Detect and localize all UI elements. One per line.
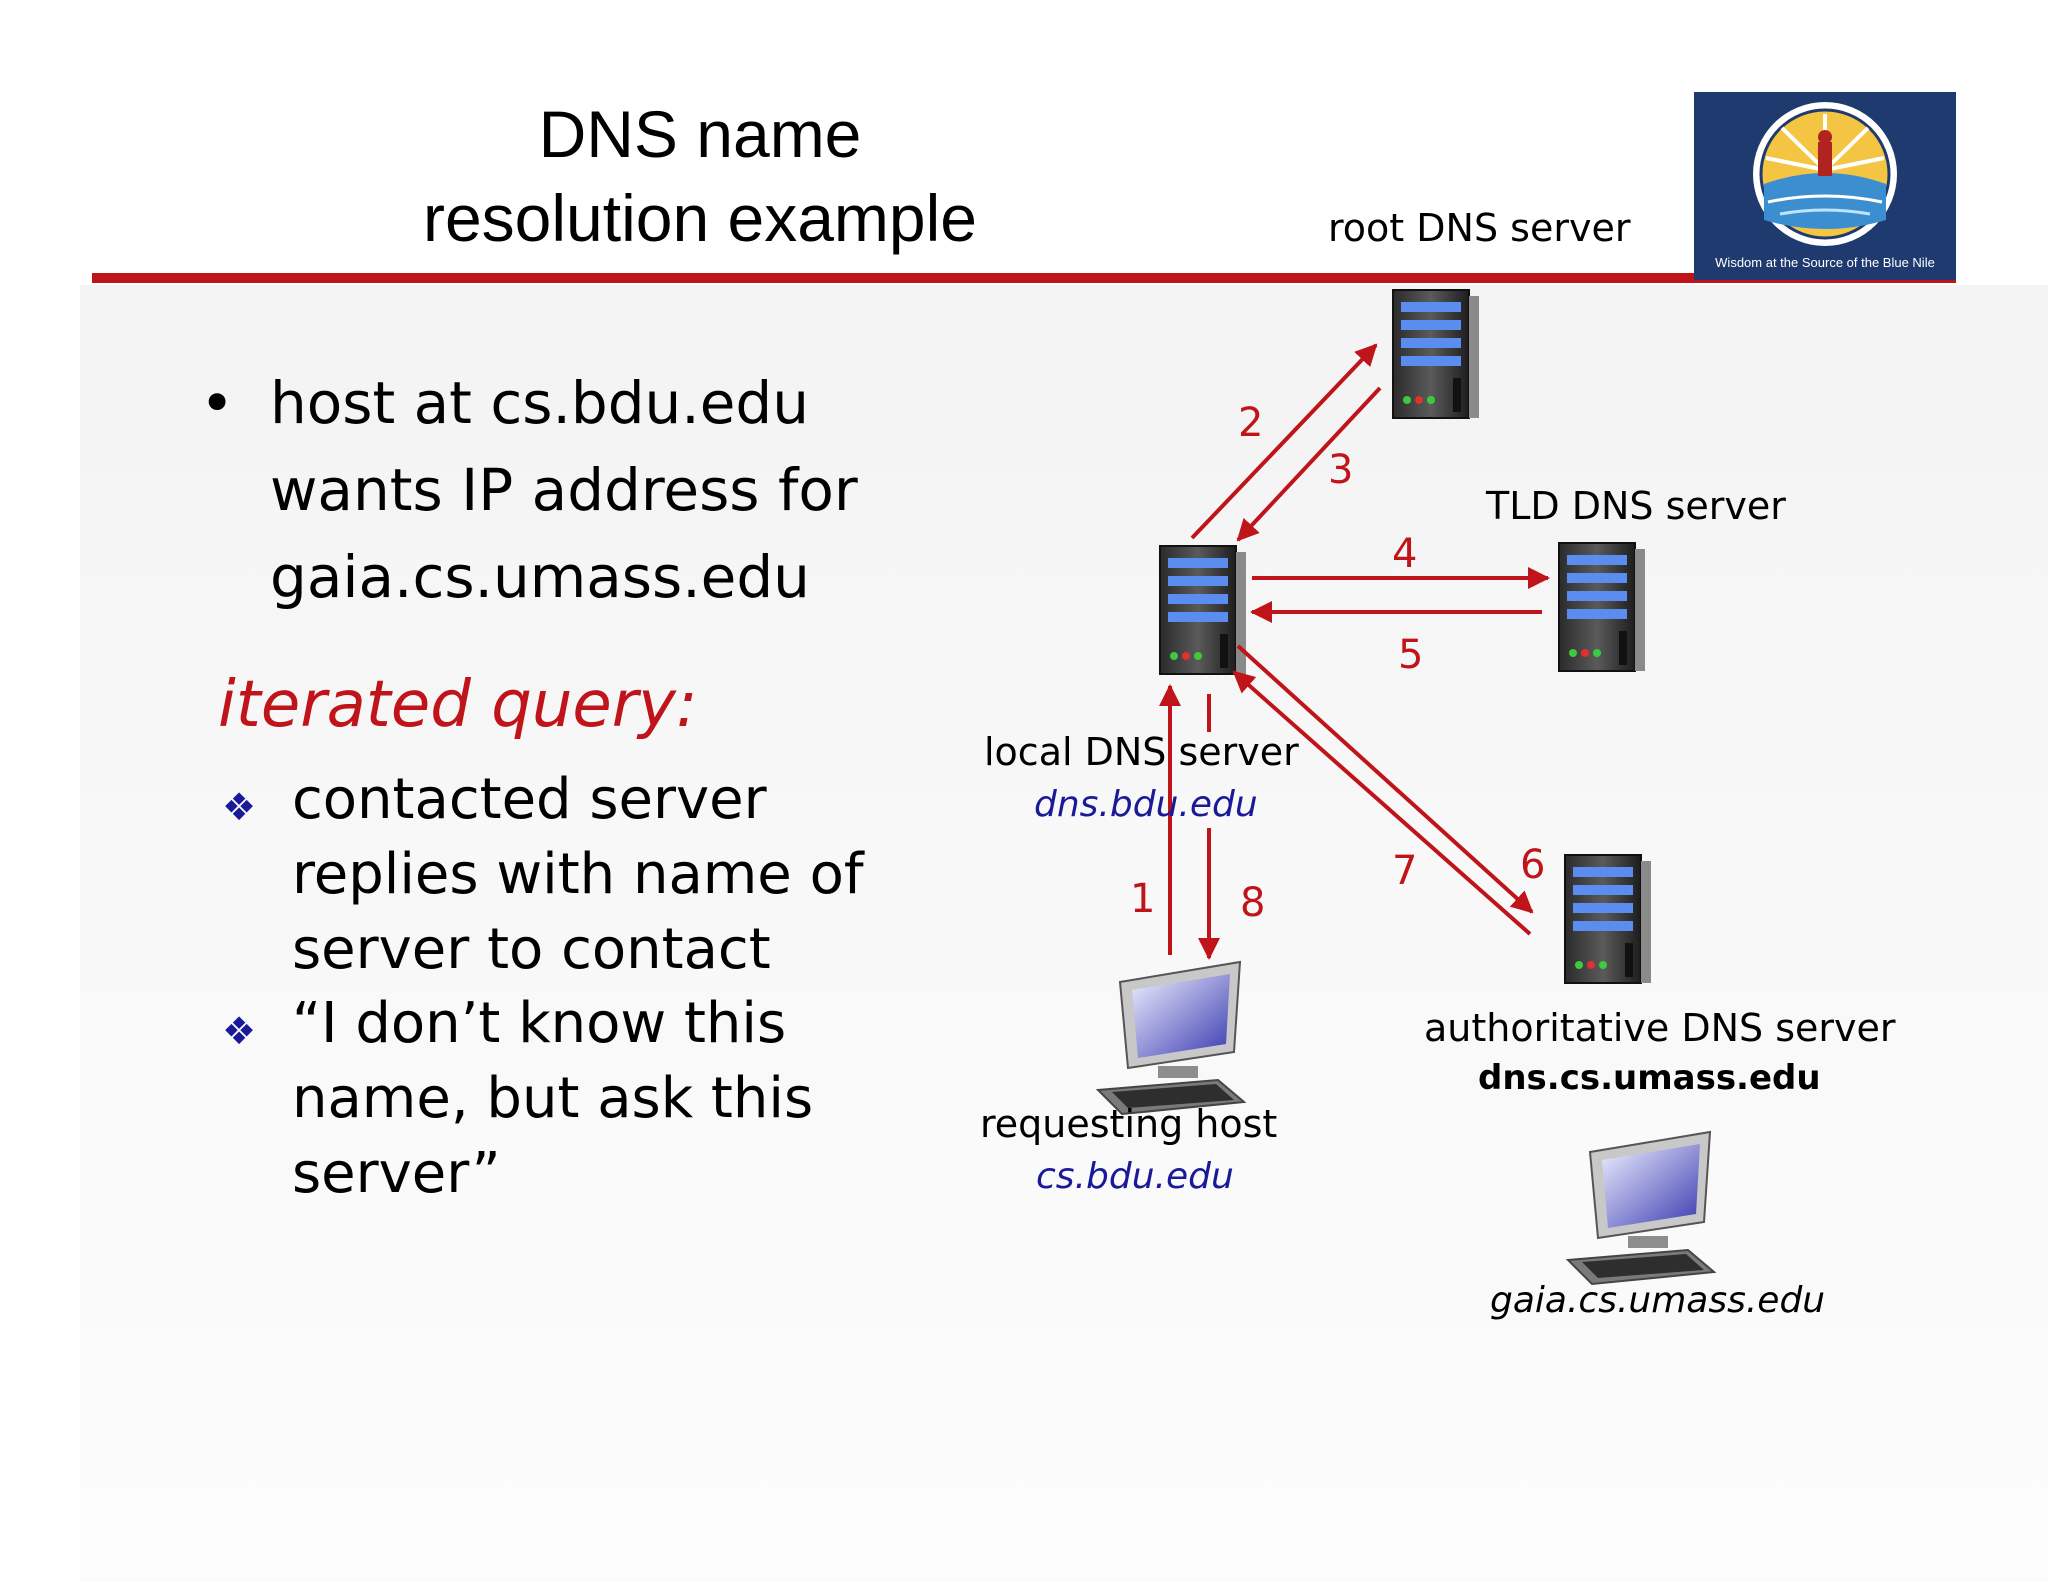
step-label-3: 3 bbox=[1328, 447, 1354, 493]
bullet-line-3: gaia.cs.umass.edu bbox=[270, 543, 810, 611]
authoritative-server-label: authoritative DNS server bbox=[1424, 1006, 1896, 1050]
iterated-item-text: contacted server replies with name of se… bbox=[292, 767, 864, 982]
bullet-line-1: host at cs.bdu.edu bbox=[270, 369, 809, 437]
title-line-2: resolution example bbox=[423, 181, 977, 255]
root-server-icon bbox=[1392, 289, 1480, 419]
slide-title: DNS name resolution example bbox=[300, 92, 1100, 260]
tld-server-label: TLD DNS server bbox=[1486, 484, 1786, 528]
bullet-dot-icon: • bbox=[200, 369, 235, 437]
authoritative-server-icon bbox=[1564, 854, 1652, 984]
local-server-icon bbox=[1159, 545, 1247, 675]
logo-emblem-icon bbox=[1753, 102, 1897, 246]
requesting-host-name: cs.bdu.edu bbox=[1036, 1156, 1234, 1197]
step-label-6: 6 bbox=[1520, 842, 1546, 888]
step-label-2: 2 bbox=[1238, 400, 1264, 446]
arrow-step-2 bbox=[1190, 343, 1378, 540]
content-background bbox=[80, 285, 2048, 1582]
title-line-1: DNS name bbox=[538, 97, 862, 171]
step-label-1: 1 bbox=[1130, 876, 1156, 922]
step-label-5: 5 bbox=[1398, 632, 1424, 678]
logo-caption: Wisdom at the Source of the Blue Nile bbox=[1715, 255, 1935, 270]
iterated-query-heading: iterated query: bbox=[218, 668, 698, 742]
arrow-step-3 bbox=[1236, 386, 1382, 542]
arrow-step-6 bbox=[1236, 644, 1534, 914]
iterated-item-text: “I don’t know this name, but ask this se… bbox=[292, 991, 814, 1206]
step-label-7: 7 bbox=[1392, 848, 1418, 894]
requesting-host-label: requesting host bbox=[980, 1102, 1278, 1146]
local-server-host: dns.bdu.edu bbox=[1034, 784, 1258, 825]
step-label-4: 4 bbox=[1392, 531, 1418, 577]
local-server-label: local DNS server bbox=[984, 730, 1299, 774]
title-divider bbox=[92, 273, 1956, 283]
requesting-host-icon bbox=[1097, 961, 1245, 1115]
diamond-bullet-icon: ❖ bbox=[222, 785, 257, 829]
target-host-icon bbox=[1567, 1131, 1715, 1285]
arrow-step-7 bbox=[1232, 670, 1532, 936]
root-server-label: root DNS server bbox=[1328, 206, 1631, 250]
university-logo: Wisdom at the Source of the Blue Nile bbox=[1694, 92, 1956, 280]
tld-server-icon bbox=[1558, 542, 1646, 672]
diamond-bullet-icon: ❖ bbox=[222, 1009, 257, 1053]
bullet-line-2: wants IP address for bbox=[270, 456, 858, 524]
target-host-name: gaia.cs.umass.edu bbox=[1490, 1280, 1826, 1321]
authoritative-server-host: dns.cs.umass.edu bbox=[1478, 1058, 1821, 1098]
step-label-8: 8 bbox=[1240, 880, 1266, 926]
